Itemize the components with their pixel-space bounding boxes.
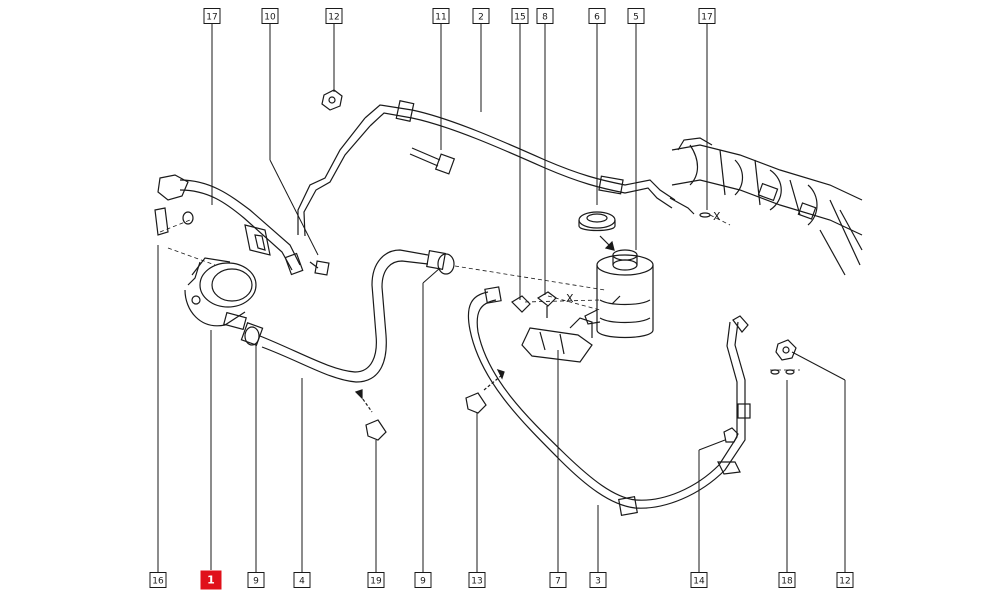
callout-box — [432, 8, 450, 24]
callout-label-19: 19 — [367, 572, 385, 588]
callout-number: 18 — [781, 577, 793, 587]
callout-box — [200, 570, 222, 590]
callout-number: 5 — [633, 13, 639, 23]
callout-box — [149, 572, 167, 588]
leader-bot-9b-2 — [422, 267, 441, 284]
callout-label-4: 4 — [293, 572, 311, 588]
nut-14 — [723, 427, 739, 443]
washer-17 — [182, 211, 711, 225]
callout-number: 2 — [478, 13, 484, 23]
callout-box — [414, 572, 432, 588]
callout-box — [203, 8, 221, 24]
callout-number: 13 — [471, 577, 482, 587]
pump-1 — [184, 257, 257, 331]
callout-number: 6 — [594, 13, 600, 23]
bolt-11 — [409, 147, 456, 175]
callout-number: 9 — [253, 577, 259, 587]
callout-box — [261, 8, 279, 24]
cap-6 — [578, 211, 616, 251]
callout-number: 16 — [152, 577, 164, 587]
callout-box — [778, 572, 796, 588]
callout-box — [690, 572, 708, 588]
callout-box — [247, 572, 265, 588]
clip-15 — [511, 295, 531, 313]
callout-box — [293, 572, 311, 588]
fitting-19 — [354, 389, 387, 441]
x-mark: X — [566, 292, 574, 305]
callout-number: 19 — [370, 577, 382, 587]
hose-3 — [467, 286, 751, 516]
callout-label-2: 2 — [472, 8, 490, 24]
reservoir-5 — [584, 249, 654, 339]
callout-number: 14 — [693, 577, 705, 587]
bracket-7 — [521, 317, 593, 363]
washer-18 — [770, 369, 795, 375]
callout-number: 12 — [839, 577, 850, 587]
callout-number: 11 — [435, 13, 446, 23]
callout-label-6: 6 — [588, 8, 606, 24]
nut-12-right — [775, 339, 797, 361]
callout-label-14: 14 — [690, 572, 708, 588]
leader-top-10b — [269, 159, 319, 256]
callout-box — [511, 8, 529, 24]
callout-label-13: 13 — [468, 572, 486, 588]
hose-4 — [240, 249, 446, 383]
callout-number: 4 — [299, 577, 305, 587]
callout-box — [588, 8, 606, 24]
callout-label-15: 15 — [511, 8, 529, 24]
callout-number: 7 — [555, 577, 561, 587]
callout-label-12: 12 — [325, 8, 343, 24]
callout-label-10: 10 — [261, 8, 279, 24]
callout-label-17: 17 — [698, 8, 716, 24]
callout-label-9: 9 — [247, 572, 265, 588]
top-labels: 17 10 12 11 2 15 8 6 5 17 — [203, 8, 716, 24]
callout-box — [627, 8, 645, 24]
callout-number: 3 — [595, 577, 601, 587]
bolt-8 — [536, 291, 557, 318]
callout-label-18: 18 — [778, 572, 796, 588]
callout-label-3: 3 — [589, 572, 607, 588]
leader-lines — [157, 24, 846, 574]
callout-box — [468, 572, 486, 588]
callout-box — [367, 572, 385, 588]
callout-label-12: 12 — [836, 572, 854, 588]
callout-label-1: 1 — [200, 570, 222, 590]
leader-bot-14b — [698, 439, 726, 451]
callout-label-11: 11 — [432, 8, 450, 24]
leader-bot-12b-2 — [791, 351, 846, 381]
nut-12-top — [321, 89, 343, 111]
callout-box — [472, 8, 490, 24]
callout-number: 17 — [701, 13, 712, 23]
callout-box — [836, 572, 854, 588]
callout-label-9: 9 — [414, 572, 432, 588]
callout-box — [698, 8, 716, 24]
bolt-10 — [309, 260, 330, 276]
callout-box — [536, 8, 554, 24]
callout-label-7: 7 — [549, 572, 567, 588]
callout-number: 1 — [207, 574, 215, 587]
callout-box — [325, 8, 343, 24]
callout-label-5: 5 — [627, 8, 645, 24]
clamp-9 — [244, 253, 455, 346]
steering-rack — [671, 137, 863, 276]
hose-left-loop — [154, 174, 304, 276]
hose-2 — [297, 100, 695, 237]
callout-box — [589, 572, 607, 588]
callout-number: 9 — [420, 577, 426, 587]
x-mark: X — [713, 210, 721, 223]
callout-number: 8 — [542, 13, 548, 23]
callout-number: 17 — [206, 13, 217, 23]
dashed-assembly-lines — [159, 214, 800, 371]
callout-label-8: 8 — [536, 8, 554, 24]
callout-label-17: 17 — [203, 8, 221, 24]
callout-label-16: 16 — [149, 572, 167, 588]
callout-number: 15 — [514, 13, 525, 23]
callout-box — [549, 572, 567, 588]
callout-number: 10 — [264, 13, 276, 23]
callout-number: 12 — [328, 13, 339, 23]
